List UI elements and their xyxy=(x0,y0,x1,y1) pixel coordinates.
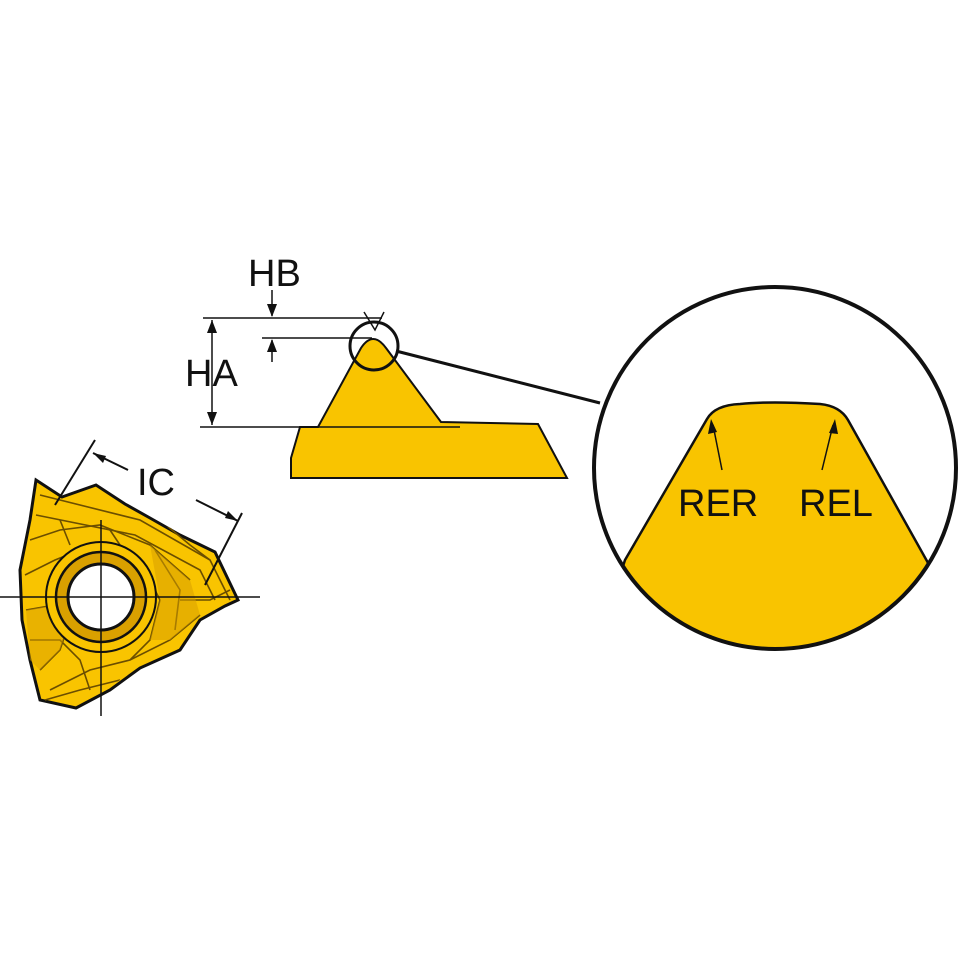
ic-dimension: IC xyxy=(54,439,243,586)
ic-arrow-right xyxy=(225,511,238,521)
ha-arrow-top xyxy=(207,320,217,333)
tip-angle-mark xyxy=(363,311,385,332)
hb-arrow-bottom xyxy=(267,339,277,352)
insert-top-view xyxy=(0,477,260,716)
ha-label: HA xyxy=(185,353,238,395)
ic-extension-left xyxy=(54,439,96,506)
zoom-detail: RER REL xyxy=(592,285,958,651)
rel-arrow xyxy=(829,419,838,434)
insert-side-profile xyxy=(290,338,569,479)
detail-small-circle xyxy=(348,320,400,372)
ic-label: IC xyxy=(137,462,175,504)
rel-label: REL xyxy=(799,483,873,525)
ha-hb-dimensions: HA HB xyxy=(185,253,460,428)
detail-leader-line xyxy=(395,349,601,405)
detail-callout xyxy=(348,320,601,405)
ic-arrow-left xyxy=(93,453,106,463)
hb-arrow-top xyxy=(267,304,277,317)
insert-top-shading xyxy=(150,545,200,640)
zoom-circle xyxy=(592,285,958,651)
rer-arrow xyxy=(708,419,717,434)
hb-label: HB xyxy=(248,253,301,295)
zoom-profile-fill xyxy=(594,401,956,649)
ha-arrow-bottom xyxy=(207,412,217,425)
side-profile-body xyxy=(290,338,569,479)
ic-extension-right xyxy=(204,512,243,586)
rer-label: RER xyxy=(678,483,758,525)
